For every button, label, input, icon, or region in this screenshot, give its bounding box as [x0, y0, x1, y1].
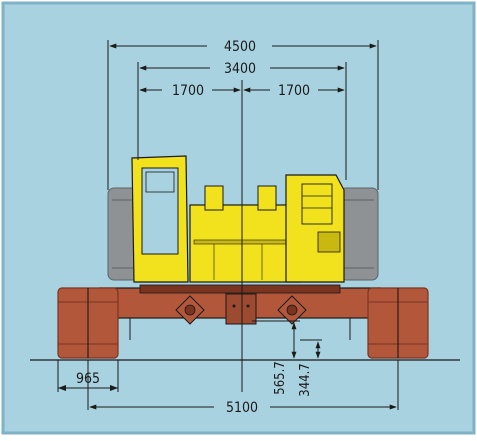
dimension-label-344-7: 344.7 — [298, 363, 313, 396]
dimension-1700-right: 1700 — [243, 83, 345, 99]
dimension-label-3400: 3400 — [224, 61, 256, 77]
dimension-label-4500: 4500 — [224, 39, 256, 55]
dimension-1700-left: 1700 — [139, 83, 241, 99]
upper-body — [131, 155, 345, 283]
dimension-label-965: 965 — [76, 371, 100, 387]
dimension-label-5100: 5100 — [226, 400, 258, 416]
dimension-965: 965 — [58, 371, 118, 391]
dimension-label-1700-right: 1700 — [278, 83, 310, 99]
extension-lines — [57, 40, 399, 410]
undercarriage-chassis — [79, 284, 401, 340]
dimension-label-1700-left: 1700 — [172, 83, 204, 99]
dimension-label-565-7: 565.7 — [273, 361, 288, 394]
dimension-344-7: 344.7 — [298, 341, 321, 397]
dimension-3400: 3400 — [139, 61, 345, 77]
right-crawler-track — [339, 187, 379, 281]
left-outrigger-pad — [57, 287, 119, 359]
dimension-5100: 5100 — [89, 400, 397, 416]
right-outrigger-pad — [367, 287, 429, 359]
dimension-565-7: 565.7 — [273, 322, 297, 395]
dimension-4500: 4500 — [109, 39, 377, 55]
